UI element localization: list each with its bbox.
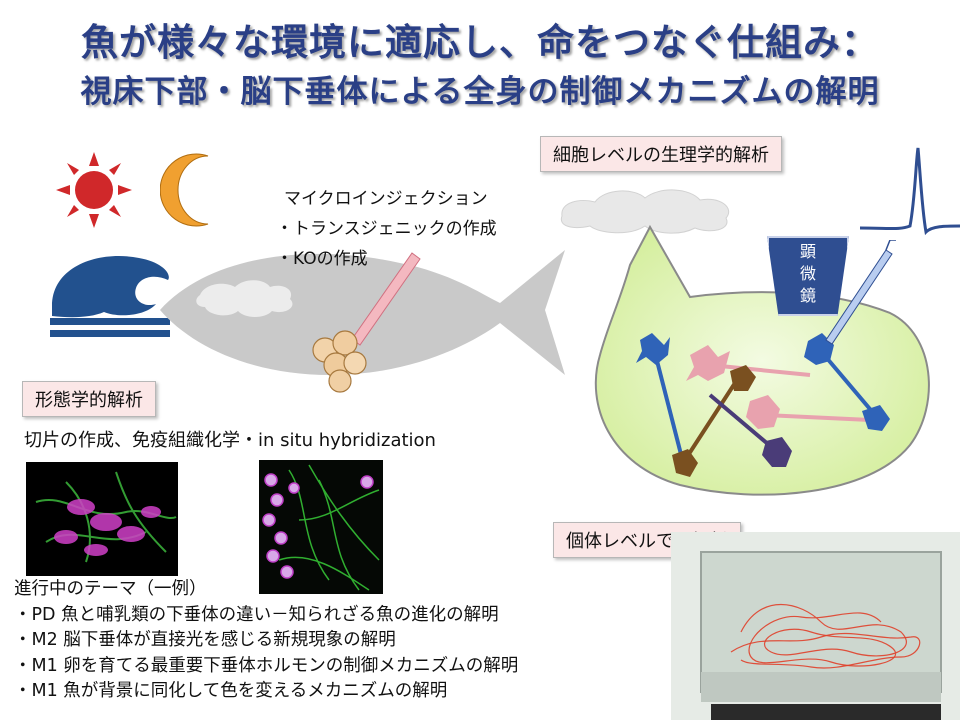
injection-transgenic: ・トランスジェニックの作成 [276,219,497,239]
fluorescence-image-2 [259,460,383,594]
injection-ko: ・KOの作成 [276,249,368,269]
page-subtitle: 視床下部・脳下垂体による全身の制御メカニズムの解明 [80,74,880,110]
theme-item: ・M2 脳下垂体が直接光を感じる新規現象の解明 [14,630,396,651]
tag-cell-physiology: 細胞レベルの生理学的解析 [540,136,782,172]
injection-needle [351,252,421,346]
wave-icon [50,256,170,337]
brain-silhouette [196,280,293,317]
tank-tracking-image [671,532,960,720]
morphology-methods: 切片の作成、免疫組織化学・in situ hybridization [24,430,436,451]
fluorescence-image-1 [26,462,178,576]
sun-icon [56,152,132,228]
neuron-network [636,333,890,477]
themes-heading: 進行中のテーマ（一例） [14,579,207,599]
themes-list: 進行中のテーマ（一例） ・PD 魚と哺乳類の下垂体の違い－知られざる魚の進化の解… [14,577,518,705]
neuron-bubble [594,224,930,496]
theme-item: ・M1 魚が背景に同化して色を変えるメカニズムの解明 [14,681,448,702]
brain-cloud-icon [560,189,730,234]
injection-title: マイクロインジェクション [284,189,488,209]
page-title: 魚が様々な環境に適応し、命をつなぐ仕組み： [81,21,879,64]
microscope-beam [825,240,896,345]
tag-morphology: 形態学的解析 [22,381,156,417]
theme-item: ・PD 魚と哺乳類の下垂体の違い－知られざる魚の進化の解明 [14,604,499,625]
egg-cluster [312,330,367,393]
action-potential-trace [860,147,960,236]
moon-icon [160,153,209,227]
fish-silhouette [160,250,565,393]
theme-item: ・M1 卵を育てる最重要下垂体ホルモンの制御メカニズムの解明 [14,655,519,676]
